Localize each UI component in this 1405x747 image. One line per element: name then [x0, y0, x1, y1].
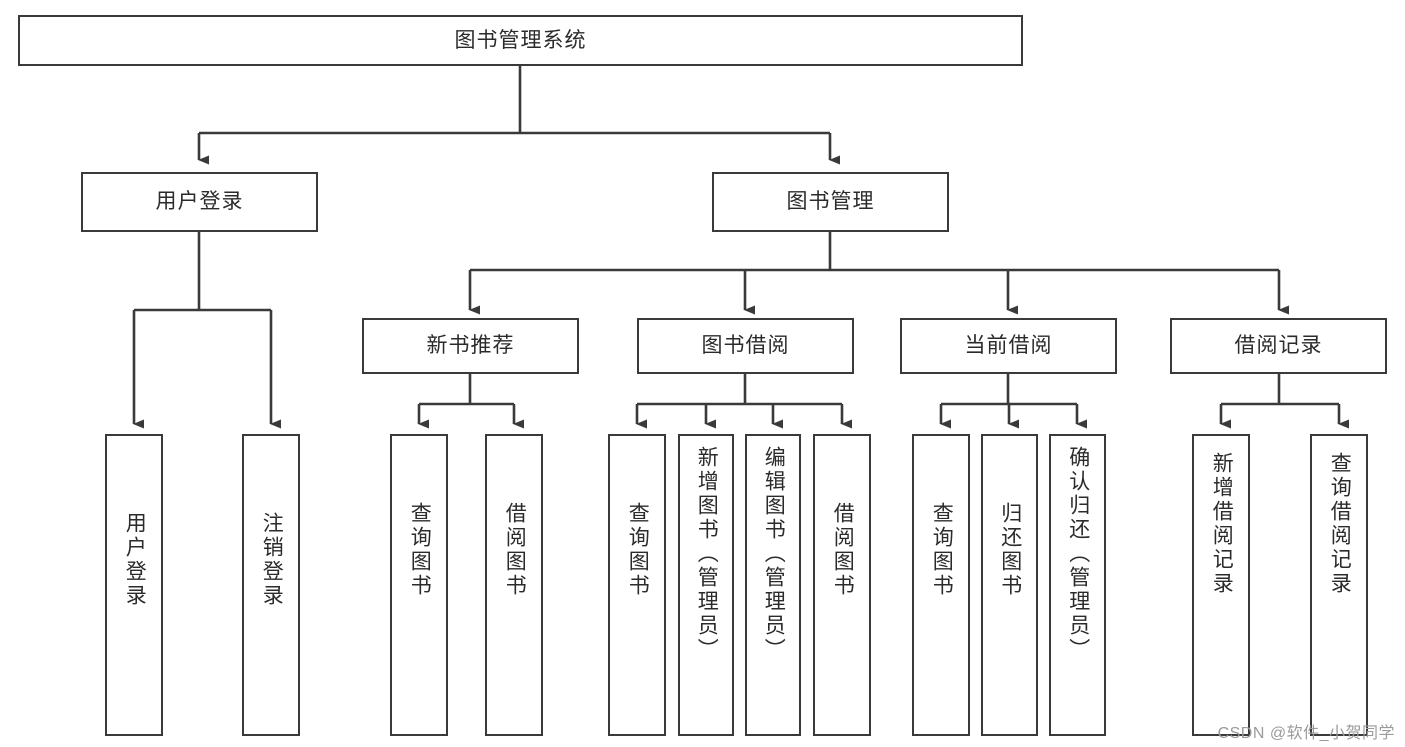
node-current-borrow[interactable]: 当前借阅 — [900, 318, 1117, 374]
node-root-system[interactable]: 图书管理系统 — [18, 15, 1023, 66]
node-book-borrow[interactable]: 图书借阅 — [637, 318, 854, 374]
leaf-label: 查询借阅记录 — [1328, 452, 1352, 596]
node-book-management[interactable]: 图书管理 — [712, 172, 949, 232]
leaf-current-return-book[interactable]: 归还图书 — [981, 434, 1038, 736]
leaf-label: 用户登录 — [123, 512, 147, 608]
leaf-current-confirm-return-admin[interactable]: 确认归还（管理员） — [1049, 434, 1106, 736]
leaf-user-login-signin[interactable]: 用户登录 — [105, 434, 163, 736]
leaf-user-login-signout[interactable]: 注销登录 — [242, 434, 300, 736]
node-borrow-record[interactable]: 借阅记录 — [1170, 318, 1387, 374]
leaf-borrow-edit-book-admin[interactable]: 编辑图书（管理员） — [745, 434, 801, 736]
leaf-label: 注销登录 — [260, 512, 284, 608]
node-new-book-recommend[interactable]: 新书推荐 — [362, 318, 579, 374]
leaf-borrow-query-book[interactable]: 查询图书 — [608, 434, 666, 736]
leaf-label: 确认归还（管理员） — [1066, 446, 1090, 662]
leaf-borrow-add-book-admin[interactable]: 新增图书（管理员） — [678, 434, 734, 736]
leaf-record-add-record[interactable]: 新增借阅记录 — [1192, 434, 1250, 736]
leaf-label: 编辑图书（管理员） — [762, 446, 786, 662]
leaf-label: 查询图书 — [626, 502, 650, 598]
leaf-label: 新增图书（管理员） — [695, 446, 719, 662]
leaf-label: 新增借阅记录 — [1210, 452, 1234, 596]
leaf-label: 查询图书 — [930, 502, 954, 598]
csdn-watermark: CSDN @软件_小贺同学 — [1217, 725, 1395, 742]
leaf-record-query-record[interactable]: 查询借阅记录 — [1310, 434, 1368, 736]
leaf-current-query-book[interactable]: 查询图书 — [912, 434, 970, 736]
leaf-new-book-query[interactable]: 查询图书 — [390, 434, 448, 736]
leaf-label: 借阅图书 — [503, 502, 527, 598]
leaf-label: 归还图书 — [998, 502, 1022, 598]
leaf-label: 借阅图书 — [831, 502, 855, 598]
leaf-new-book-borrow[interactable]: 借阅图书 — [485, 434, 543, 736]
leaf-label: 查询图书 — [408, 502, 432, 598]
node-user-login[interactable]: 用户登录 — [81, 172, 318, 232]
leaf-borrow-borrow-book[interactable]: 借阅图书 — [813, 434, 871, 736]
